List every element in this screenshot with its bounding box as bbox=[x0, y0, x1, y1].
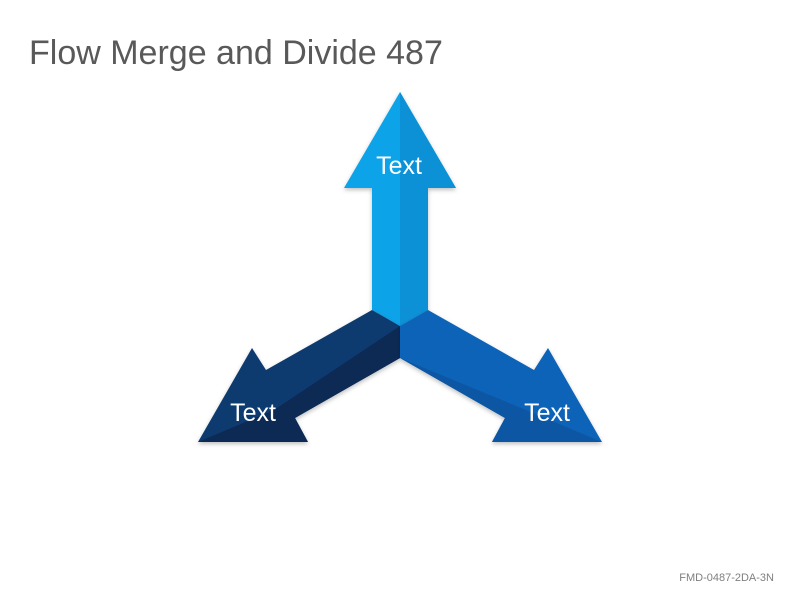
arrow-up-shade bbox=[400, 92, 456, 326]
arrow-up-label: Text bbox=[376, 152, 422, 180]
arrow-right bbox=[400, 310, 602, 442]
slide-title: Flow Merge and Divide 487 bbox=[29, 34, 443, 72]
arrow-left-label: Text bbox=[230, 399, 276, 427]
arrow-left-body bbox=[198, 310, 400, 442]
arrow-right-shade bbox=[400, 358, 602, 442]
arrow-right-label: Text bbox=[524, 399, 570, 427]
arrow-right-body bbox=[400, 310, 602, 442]
arrow-up bbox=[344, 92, 456, 326]
arrow-left bbox=[198, 310, 400, 442]
slide-code: FMD-0487-2DA-3N bbox=[679, 572, 774, 584]
